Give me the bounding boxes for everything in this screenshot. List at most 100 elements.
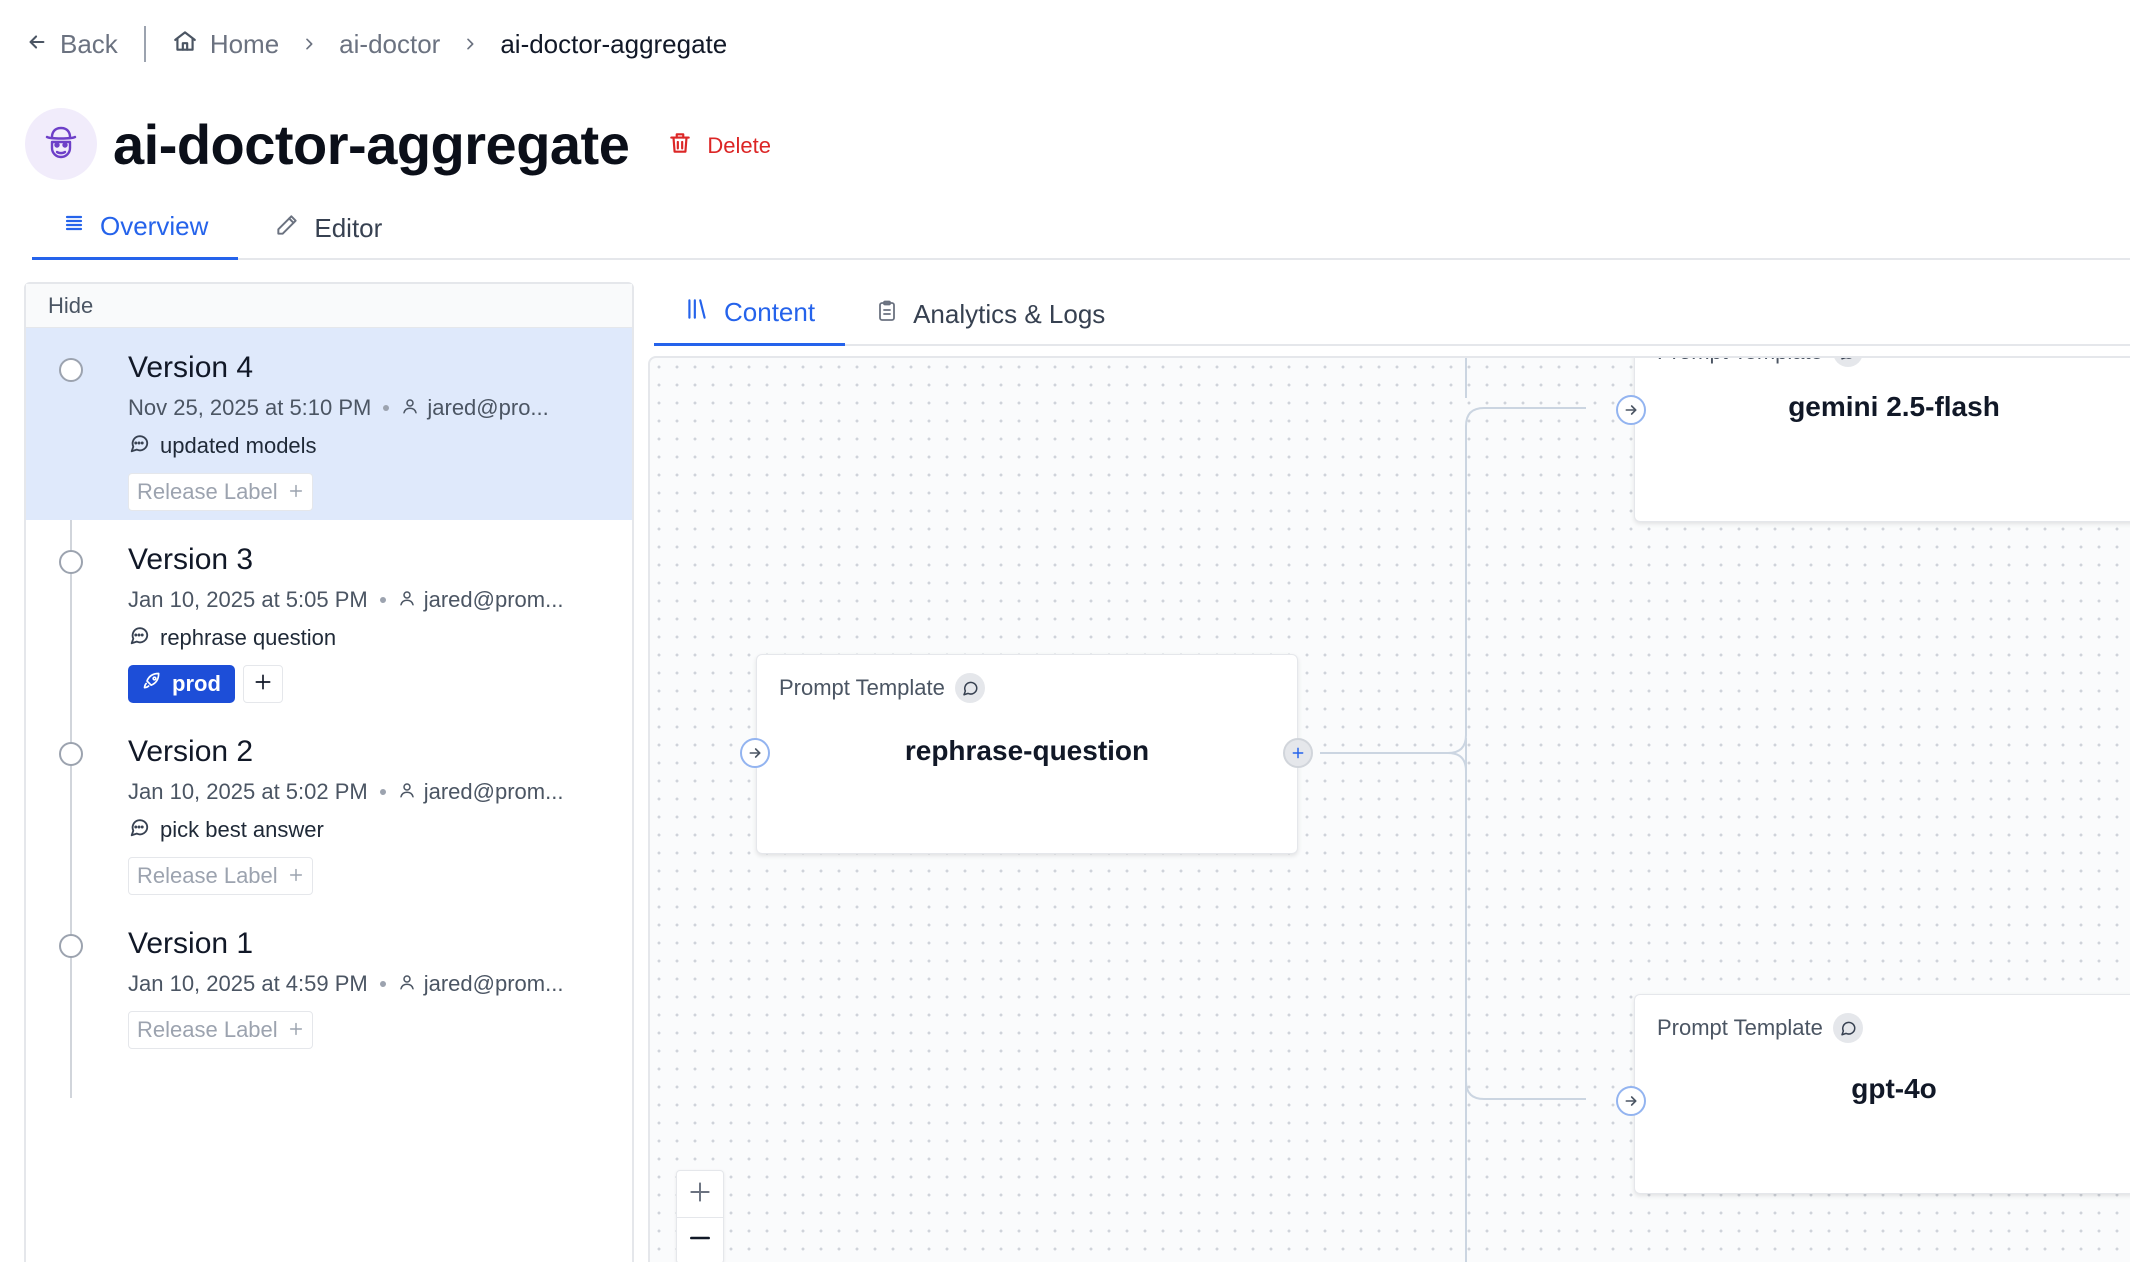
release-label-text: Release Label — [137, 863, 278, 888]
workflow-edges — [1320, 358, 1586, 1262]
version-date: Jan 10, 2025 at 4:59 PM — [128, 971, 368, 996]
release-label-text: Release Label — [137, 1017, 278, 1042]
tab-overview[interactable]: Overview — [32, 196, 239, 260]
home-icon — [172, 28, 198, 61]
prompt-node-rephrase-question[interactable]: Prompt Template rephrase-question — [756, 654, 1298, 854]
version-user-email: jared@pro... — [427, 395, 549, 420]
version-item[interactable]: Version 3 Jan 10, 2025 at 5:05 PM jared@… — [26, 520, 632, 712]
release-label-button[interactable]: Release Label — [128, 473, 313, 511]
breadcrumb-parent[interactable]: ai-doctor — [339, 29, 440, 60]
tab-analytics-logs[interactable]: Analytics & Logs — [845, 282, 1135, 346]
prompt-node-gpt-4o[interactable]: Prompt Template gpt-4o — [1634, 994, 2130, 1194]
hide-label: Hide — [48, 292, 94, 318]
node-name: gemini 2.5-flash — [1788, 391, 2000, 422]
tab-content-label: Content — [724, 297, 816, 327]
node-name: gpt-4o — [1851, 1073, 1937, 1104]
input-handle-arrow-icon[interactable] — [740, 738, 770, 768]
plus-icon — [288, 863, 304, 889]
node-type-label: Prompt Template — [1657, 1015, 1823, 1040]
cowboy-bot-icon — [41, 122, 81, 167]
chevron-right-icon — [462, 36, 478, 52]
version-user-email: jared@prom... — [423, 971, 564, 996]
chat-bubble-icon — [954, 673, 985, 703]
prompt-node-gemini[interactable]: Prompt Template gemini 2.5-flash — [1634, 358, 2130, 522]
tab-editor[interactable]: Editor — [244, 196, 412, 260]
workflow-canvas[interactable]: Prompt Template gemini 2.5-flash Prompt … — [648, 356, 2130, 1262]
version-labels: prod — [128, 664, 632, 704]
tab-editor-label: Editor — [314, 212, 383, 243]
chat-bubble-icon — [128, 816, 150, 844]
user-icon — [398, 779, 416, 805]
release-label-button[interactable]: Release Label — [128, 857, 313, 895]
node-type-label: Prompt Template — [1657, 358, 1823, 365]
version-meta: Jan 10, 2025 at 4:59 PM jared@prom... — [128, 970, 632, 998]
version-message: rephrase question — [128, 624, 632, 652]
breadcrumb-home-label: Home — [209, 28, 280, 59]
zoom-out-button[interactable] — [677, 1217, 723, 1262]
zoom-controls — [676, 1170, 724, 1262]
columns-icon — [684, 296, 710, 329]
plus-icon — [288, 1017, 304, 1043]
version-user: jared@prom... — [398, 779, 564, 805]
hide-button[interactable]: Hide — [26, 284, 632, 328]
version-meta: Jan 10, 2025 at 5:02 PM jared@prom... — [128, 778, 632, 806]
radio-circle-icon[interactable] — [59, 358, 83, 382]
node-type-label: Prompt Template — [779, 675, 945, 700]
version-item[interactable]: Version 4 Nov 25, 2025 at 5:10 PM jared@… — [26, 328, 632, 520]
minus-icon — [687, 1225, 713, 1256]
page-title: ai-doctor-aggregate — [113, 112, 630, 176]
version-message-text: pick best answer — [160, 817, 324, 842]
release-label-text: Release Label — [137, 479, 278, 504]
back-label: Back — [60, 28, 118, 59]
breadcrumb-home[interactable]: Home — [172, 28, 279, 61]
chat-bubble-icon — [128, 624, 150, 652]
zoom-in-button[interactable] — [677, 1171, 723, 1217]
version-list: Version 4 Nov 25, 2025 at 5:10 PM jared@… — [26, 328, 632, 1098]
tab-overview-label: Overview — [100, 211, 209, 241]
node-name: rephrase-question — [904, 735, 1150, 766]
back-button[interactable]: Back — [26, 29, 118, 60]
chevron-right-icon — [301, 36, 317, 52]
pencil-icon — [274, 212, 300, 245]
tab-content[interactable]: Content — [654, 282, 846, 346]
release-label-button[interactable]: Release Label — [128, 1011, 313, 1049]
clipboard-icon — [875, 299, 899, 330]
radio-circle-icon[interactable] — [59, 742, 83, 766]
version-title: Version 4 — [128, 351, 254, 384]
version-item[interactable]: Version 2 Jan 10, 2025 at 5:02 PM jared@… — [26, 712, 632, 904]
breadcrumb-current-label: ai-doctor-aggregate — [500, 28, 728, 59]
add-label-button[interactable] — [242, 665, 283, 703]
version-user: jared@prom... — [398, 587, 564, 613]
delete-button[interactable]: Delete — [667, 130, 771, 162]
radio-circle-icon[interactable] — [59, 550, 83, 574]
breadcrumb-parent-label: ai-doctor — [339, 28, 441, 59]
user-icon — [398, 587, 416, 613]
versions-sidebar: Hide Version 4 Nov 25, 2025 at 5:10 PM j… — [24, 282, 634, 1262]
input-handle-arrow-icon[interactable] — [1616, 1086, 1646, 1116]
radio-circle-icon[interactable] — [59, 934, 83, 958]
meta-separator — [379, 981, 386, 987]
prod-tag-label: prod — [172, 671, 221, 696]
rocket-icon — [142, 671, 162, 697]
breadcrumb-current: ai-doctor-aggregate — [500, 29, 727, 60]
tab-analytics-logs-label: Analytics & Logs — [913, 298, 1106, 329]
version-meta: Jan 10, 2025 at 5:05 PM jared@prom... — [128, 586, 632, 614]
node-type-header: Prompt Template — [779, 673, 985, 703]
version-labels: Release Label — [128, 472, 632, 512]
user-icon — [401, 395, 419, 421]
breadcrumb: Back Home ai-doctor ai-doctor-aggregate — [26, 24, 727, 64]
version-user-email: jared@prom... — [423, 779, 564, 804]
meta-separator — [379, 597, 386, 603]
version-user-email: jared@prom... — [423, 587, 564, 612]
meta-separator — [383, 405, 390, 411]
version-title: Version 1 — [128, 927, 254, 960]
main-tabs: Overview Editor — [32, 196, 2130, 260]
chat-bubble-icon — [128, 432, 150, 460]
version-date: Jan 10, 2025 at 5:05 PM — [128, 587, 368, 612]
chat-bubble-icon — [1832, 1013, 1863, 1043]
input-handle-arrow-icon[interactable] — [1616, 395, 1646, 425]
prod-release-tag[interactable]: prod — [128, 665, 235, 703]
version-item[interactable]: Version 1 Jan 10, 2025 at 4:59 PM jared@… — [26, 904, 632, 1054]
version-labels: Release Label — [128, 856, 632, 896]
output-handle-plus-icon[interactable] — [1283, 738, 1313, 768]
